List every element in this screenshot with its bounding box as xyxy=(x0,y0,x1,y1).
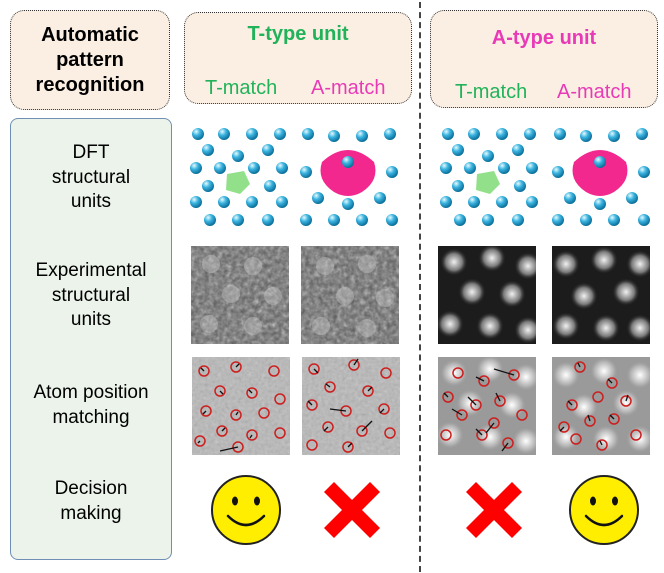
row-label-atom-line1: Atom position xyxy=(33,382,149,403)
row-label-atom-position: Atom position matching xyxy=(11,381,171,430)
row-label-dft-line2: structural xyxy=(51,166,131,188)
exp-t-type-a-match-image xyxy=(301,246,399,344)
green-structural-unit-2 xyxy=(476,171,500,194)
row-label-decision: Decision making xyxy=(11,477,171,526)
header-a-type-unit: A-type unit T-match A-match xyxy=(430,10,658,108)
red-cross-icon xyxy=(320,478,384,542)
section-divider xyxy=(419,2,421,572)
t-type-unit-title: T-type unit xyxy=(247,23,349,45)
row-label-atom-line2: matching xyxy=(52,406,130,428)
row-label-dft-line1: DFT xyxy=(72,142,110,163)
exp-a-type-t-match-image xyxy=(438,246,536,344)
smiley-icon xyxy=(208,472,284,548)
green-structural-unit xyxy=(226,171,250,194)
magenta-structural-unit xyxy=(320,150,376,196)
dft-a-type-a-match-image xyxy=(552,128,650,228)
exp-a-type-a-match-image xyxy=(552,246,650,344)
match-t-type-a-match-image xyxy=(302,357,400,455)
dft-t-type-t-match-image xyxy=(190,128,288,228)
row-label-dft-line3: units xyxy=(70,191,112,213)
dft-a-type-t-match-image xyxy=(440,128,538,228)
header-t-type-unit: T-type unit T-match A-match xyxy=(184,12,412,104)
a-type-unit-title: A-type unit xyxy=(491,27,597,49)
smiley-icon-2 xyxy=(566,472,642,548)
row-label-exp-line2: structural xyxy=(51,284,131,306)
row-label-decision-line2: making xyxy=(60,502,122,524)
dft-t-type-a-match-image xyxy=(300,128,398,228)
red-cross-icon-2 xyxy=(462,478,526,542)
magenta-structural-unit-2 xyxy=(572,150,628,196)
row-label-experimental: Experimental structural units xyxy=(11,259,171,333)
t-unit-t-match-label: T-match xyxy=(205,77,278,99)
match-t-type-t-match-image xyxy=(192,357,290,455)
row-label-dft: DFT structural units xyxy=(11,141,171,215)
row-label-decision-line1: Decision xyxy=(54,478,128,499)
exp-t-type-t-match-image xyxy=(191,246,289,344)
header-automatic-pattern-recognition: Automatic pattern recognition xyxy=(10,10,170,110)
match-a-type-t-match-image xyxy=(438,357,536,455)
match-a-type-a-match-image xyxy=(552,357,650,455)
row-labels-panel: DFT structural units Experimental struct… xyxy=(10,118,172,560)
a-unit-a-match-label: A-match xyxy=(557,81,632,103)
row-label-exp-line1: Experimental xyxy=(35,260,147,281)
t-unit-a-match-label: A-match xyxy=(311,77,386,99)
a-unit-t-match-label: T-match xyxy=(455,81,528,103)
header-line-2: pattern xyxy=(56,48,124,71)
row-label-exp-line3: units xyxy=(70,309,112,331)
header-line-1: Automatic xyxy=(41,23,139,46)
header-line-3: recognition xyxy=(35,73,145,96)
